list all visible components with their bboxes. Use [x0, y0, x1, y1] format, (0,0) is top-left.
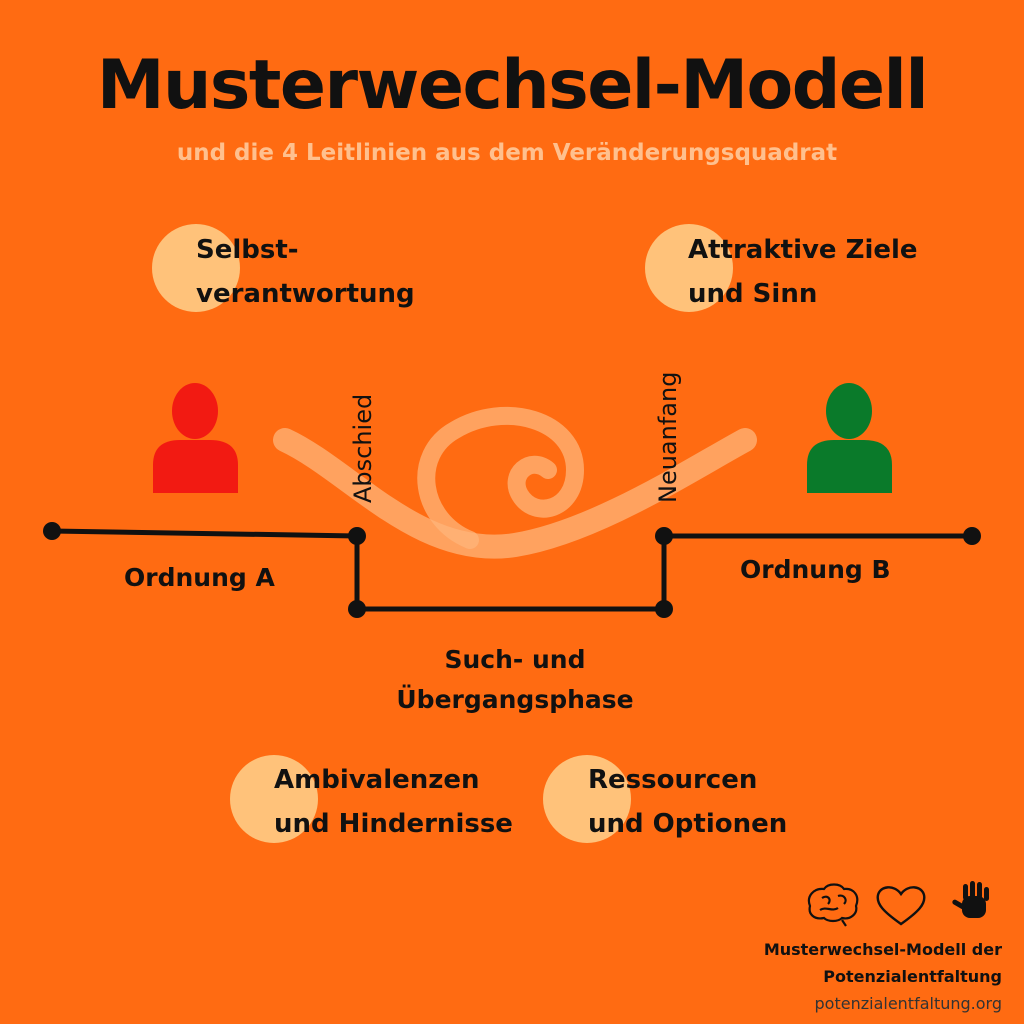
person-b-icon: [807, 383, 892, 493]
order-a-label: Ordnung A: [124, 563, 275, 592]
timeline-nodes: [43, 522, 981, 618]
guideline-goals: Attraktive Ziele und Sinn: [688, 228, 918, 316]
guideline-ambivalence-line1: Ambivalenzen: [274, 765, 480, 795]
footer-line1: Musterwechsel-Modell der: [763, 940, 1002, 959]
page-subtitle: und die 4 Leitlinien aus dem Veränderung…: [176, 140, 838, 166]
transition-label: Such- und Übergangsphase: [320, 640, 710, 720]
footer-credits: Musterwechsel-Modell der Potenzialentfal…: [764, 936, 1002, 1017]
guideline-goals-line1: Attraktive Ziele: [688, 235, 918, 265]
guideline-self: Selbst- verantwortung: [196, 228, 415, 316]
person-a-icon: [153, 383, 238, 493]
farewell-label: Abschied: [349, 394, 377, 503]
node-end: [963, 527, 981, 545]
spiral-ribbon: [273, 407, 757, 559]
guideline-ambivalence-line2: und Hindernisse: [274, 809, 513, 839]
node-farewell: [348, 527, 366, 545]
hand-icon: [952, 881, 989, 918]
guideline-ambivalence: Ambivalenzen und Hindernisse: [274, 758, 513, 846]
guideline-self-line2: verantwortung: [196, 279, 415, 309]
timeline-path: [51, 528, 972, 612]
guideline-circle-goals: [645, 224, 733, 312]
node-transition-end: [655, 600, 673, 618]
node-start: [43, 522, 61, 540]
spiral-loop: [417, 407, 585, 549]
transition-label-line2: Übergangsphase: [396, 685, 634, 714]
transition-label-line1: Such- und: [444, 645, 586, 674]
guideline-resources-line2: und Optionen: [588, 809, 788, 839]
page-title: Musterwechsel-Modell: [96, 46, 929, 125]
guideline-goals-line2: und Sinn: [688, 279, 818, 309]
order-b-label: Ordnung B: [740, 555, 891, 584]
guideline-resources: Ressourcen und Optionen: [588, 758, 787, 846]
spiral-left-ribbon: [273, 428, 757, 559]
brain-icon: [807, 883, 859, 927]
guideline-circle-ambivalence: [230, 755, 318, 843]
footer-line2: Potenzialentfaltung: [823, 967, 1002, 986]
guideline-self-line1: Selbst-: [196, 235, 299, 265]
guideline-circle-resources: [543, 755, 631, 843]
guideline-circle-self: [152, 224, 240, 312]
node-transition-start: [348, 600, 366, 618]
heart-icon: [876, 886, 926, 926]
footer-url: potenzialentfaltung.org: [814, 994, 1002, 1013]
node-new-beginning: [655, 527, 673, 545]
footer-icons: [807, 881, 989, 927]
guideline-resources-line1: Ressourcen: [588, 765, 758, 795]
timeline: [51, 528, 972, 612]
new-beginning-label: Neuanfang: [654, 372, 682, 503]
